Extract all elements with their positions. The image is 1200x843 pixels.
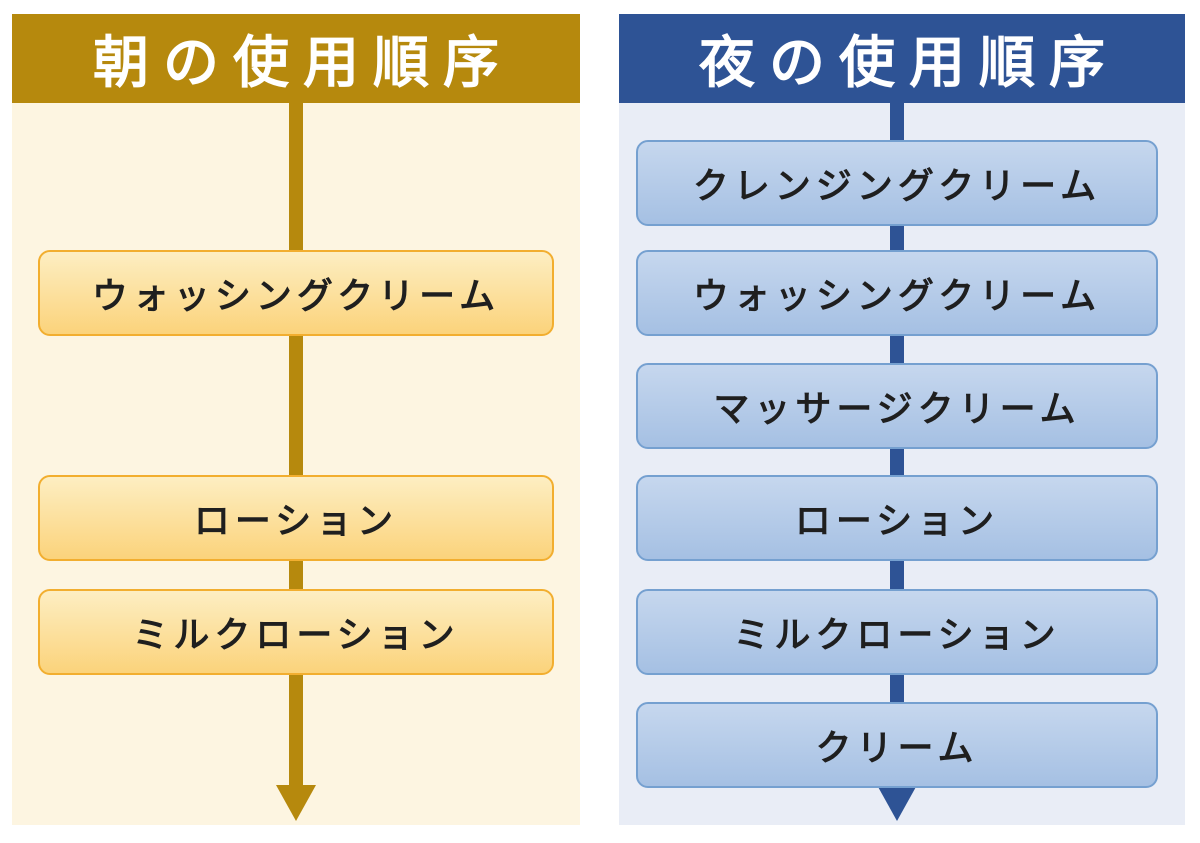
night-panel: 夜の使用順序 クレンジングクリーム ウォッシングクリーム マッサージクリーム ロ… xyxy=(619,14,1185,825)
morning-title: 朝の使用順序 xyxy=(93,31,513,94)
step-label: ウォッシングクリーム xyxy=(91,275,501,316)
step-label: ミルクローション xyxy=(733,614,1061,655)
night-step-washing-cream: ウォッシングクリーム xyxy=(636,250,1158,336)
step-label: マッサージクリーム xyxy=(713,388,1081,429)
night-step-cream: クリーム xyxy=(636,702,1158,788)
night-step-milk-lotion: ミルクローション xyxy=(636,589,1158,675)
morning-step-lotion: ローション xyxy=(38,475,554,561)
step-label: ミルクローション xyxy=(132,614,460,655)
night-header: 夜の使用順序 xyxy=(619,14,1185,103)
morning-step-washing-cream: ウォッシングクリーム xyxy=(38,250,554,336)
night-title: 夜の使用順序 xyxy=(699,31,1119,94)
night-step-lotion: ローション xyxy=(636,475,1158,561)
night-down-arrow-icon xyxy=(877,785,917,821)
step-label: ローション xyxy=(794,500,1000,541)
morning-panel: 朝の使用順序 ウォッシングクリーム ローション ミルクローション xyxy=(12,14,580,825)
step-label: ウォッシングクリーム xyxy=(692,275,1102,316)
step-label: クレンジングクリーム xyxy=(692,165,1102,206)
step-label: クリーム xyxy=(815,727,979,768)
morning-flow-line xyxy=(289,103,303,787)
morning-body: ウォッシングクリーム ローション ミルクローション xyxy=(12,103,580,825)
night-step-massage-cream: マッサージクリーム xyxy=(636,363,1158,449)
night-body: クレンジングクリーム ウォッシングクリーム マッサージクリーム ローション ミル… xyxy=(619,103,1185,825)
morning-header: 朝の使用順序 xyxy=(12,14,580,103)
step-label: ローション xyxy=(193,500,399,541)
morning-step-milk-lotion: ミルクローション xyxy=(38,589,554,675)
night-step-cleansing-cream: クレンジングクリーム xyxy=(636,140,1158,226)
morning-down-arrow-icon xyxy=(276,785,316,821)
